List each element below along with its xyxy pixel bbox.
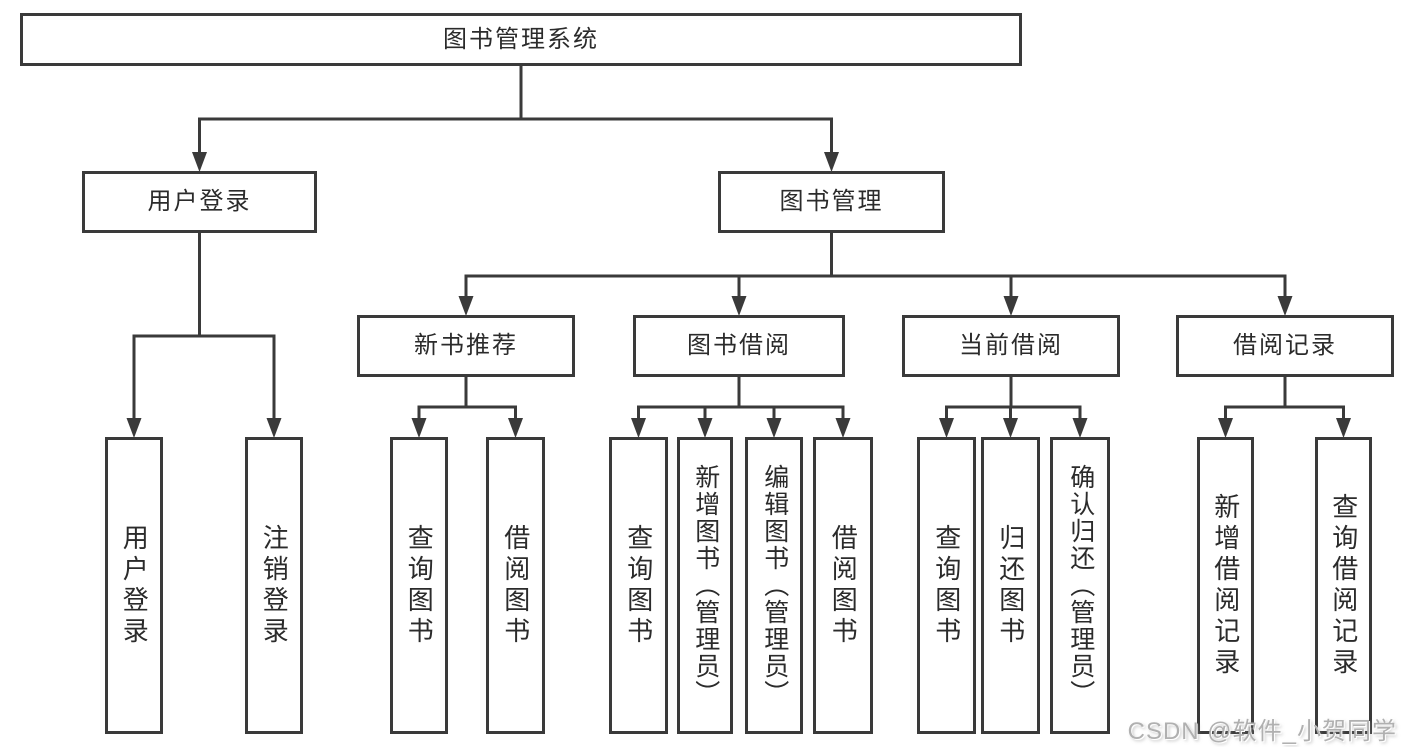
arrowhead-icon bbox=[1003, 418, 1018, 438]
node-user-login: 用户登录 bbox=[82, 171, 317, 233]
node-borrow-records: 借阅记录 bbox=[1176, 315, 1394, 377]
node-label: 图书管理系统 bbox=[443, 25, 599, 53]
arrowhead-icon bbox=[126, 418, 142, 438]
leaf-borrow-books: 借阅图书 bbox=[813, 437, 873, 734]
arrowhead-icon bbox=[835, 418, 851, 438]
leaf-query-books: 查询图书 bbox=[390, 437, 448, 734]
node-label: 归还图书 bbox=[995, 523, 1026, 648]
node-root-system: 图书管理系统 bbox=[20, 13, 1022, 66]
node-label: 当前借阅 bbox=[959, 332, 1063, 359]
arrowhead-icon bbox=[1218, 418, 1233, 438]
arrowhead-icon bbox=[766, 418, 782, 438]
node-label: 图书管理 bbox=[779, 188, 884, 215]
leaf-add-borrow-record: 新增借阅记录 bbox=[1197, 437, 1254, 734]
arrowhead-icon bbox=[939, 418, 954, 438]
node-label: 查询图书 bbox=[623, 523, 654, 648]
node-label: 借阅图书 bbox=[828, 523, 859, 648]
node-label: 图书借阅 bbox=[687, 332, 791, 359]
node-label: 新增图书（管理员） bbox=[691, 464, 720, 707]
node-label: 用户登录 bbox=[147, 188, 252, 215]
node-label: 借阅图书 bbox=[500, 523, 531, 648]
leaf-edit-books-admin: 编辑图书（管理员） bbox=[745, 437, 803, 734]
arrowhead-icon bbox=[508, 418, 523, 438]
node-label: 注销登录 bbox=[259, 523, 290, 648]
leaf-confirm-return-admin: 确认归还（管理员） bbox=[1050, 437, 1110, 734]
node-current-borrow: 当前借阅 bbox=[902, 315, 1120, 377]
leaf-logout: 注销登录 bbox=[245, 437, 303, 734]
node-label: 查询借阅记录 bbox=[1328, 492, 1359, 679]
node-label: 借阅记录 bbox=[1233, 332, 1337, 359]
arrowhead-icon bbox=[1277, 296, 1293, 316]
node-label: 查询图书 bbox=[931, 523, 962, 648]
leaf-query-borrow-record: 查询借阅记录 bbox=[1315, 437, 1372, 734]
arrowhead-icon bbox=[1003, 296, 1019, 316]
arrowhead-icon bbox=[631, 418, 646, 438]
leaf-borrow-books: 借阅图书 bbox=[486, 437, 545, 734]
watermark: CSDN @软件_小贺同学 bbox=[1127, 718, 1397, 745]
node-book-management: 图书管理 bbox=[718, 171, 945, 233]
node-label: 编辑图书（管理员） bbox=[760, 464, 789, 707]
arrowhead-icon bbox=[411, 418, 427, 438]
node-label: 新增借阅记录 bbox=[1210, 492, 1241, 679]
node-label: 查询图书 bbox=[404, 523, 435, 648]
arrowhead-icon bbox=[458, 296, 474, 316]
arrowhead-icon bbox=[824, 152, 839, 172]
leaf-user-login: 用户登录 bbox=[105, 437, 163, 734]
arrowhead-icon bbox=[192, 152, 207, 172]
node-label: 新书推荐 bbox=[414, 332, 518, 359]
node-label: 确认归还（管理员） bbox=[1066, 464, 1095, 707]
arrowhead-icon bbox=[731, 296, 747, 316]
arrowhead-icon bbox=[1072, 418, 1088, 438]
leaf-query-books: 查询图书 bbox=[917, 437, 976, 734]
leaf-return-books: 归还图书 bbox=[981, 437, 1040, 734]
arrowhead-icon bbox=[1336, 418, 1351, 438]
arrowhead-icon bbox=[697, 418, 713, 438]
arrowhead-icon bbox=[266, 418, 282, 438]
node-book-borrow: 图书借阅 bbox=[633, 315, 845, 377]
node-label: 用户登录 bbox=[119, 523, 150, 648]
node-new-book-recommend: 新书推荐 bbox=[357, 315, 575, 377]
leaf-add-books-admin: 新增图书（管理员） bbox=[677, 437, 733, 734]
leaf-query-books: 查询图书 bbox=[609, 437, 668, 734]
